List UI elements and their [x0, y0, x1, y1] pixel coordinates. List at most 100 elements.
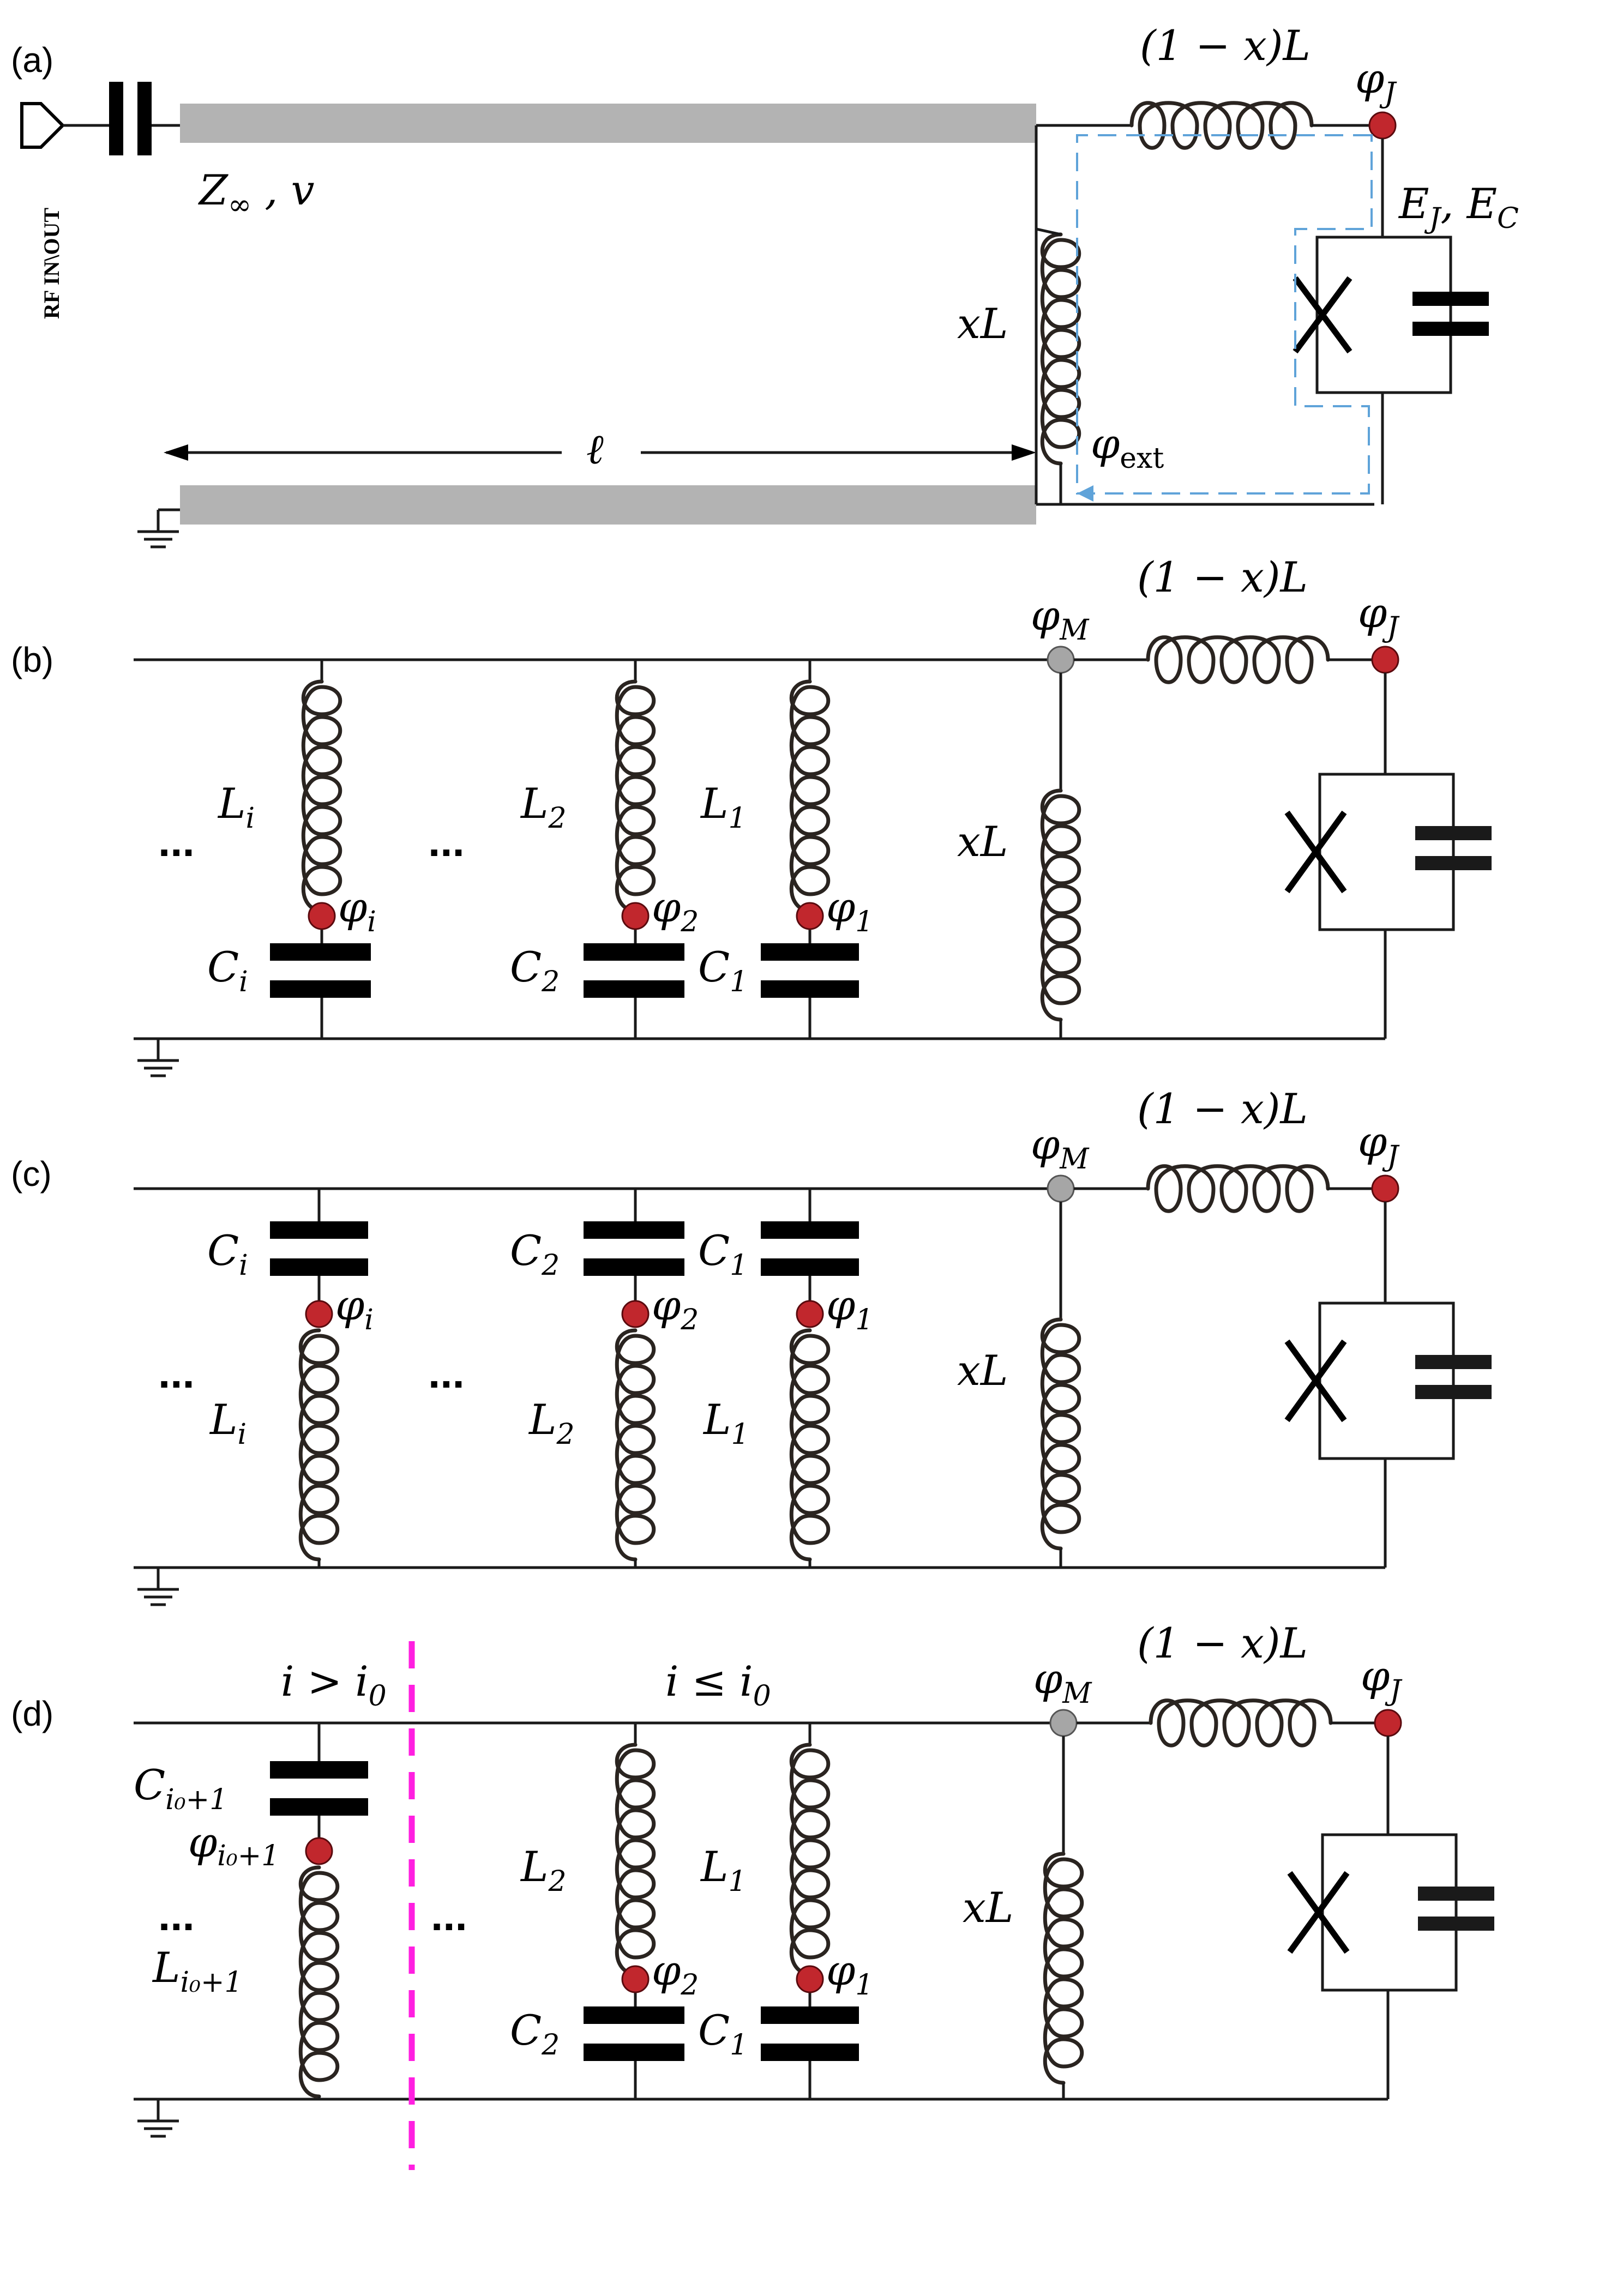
panel-a-label: (a) — [11, 40, 53, 80]
inductor-li0-d — [300, 1867, 338, 2096]
label-phi-j-d: φJ — [1361, 1652, 1403, 1707]
inductor-l2-c — [617, 1330, 654, 1559]
junction-capacitor-d-plate-2 — [1418, 1917, 1494, 1931]
ellipsis-b-left: ... — [158, 817, 195, 865]
panel-d-label: (d) — [11, 1694, 53, 1733]
label-c1-d: C1 — [698, 2006, 748, 2062]
label-ci-c: Ci — [207, 1226, 248, 1282]
series-inductor-b — [1148, 637, 1328, 683]
panel-c-label: (c) — [11, 1154, 52, 1194]
label-series-b: (1 − x)L — [1137, 553, 1308, 601]
label-li-b: Li — [217, 779, 255, 835]
label-c2-b: C2 — [510, 943, 560, 998]
label-xl-c: xL — [957, 1346, 1008, 1395]
label-phi-j-c: φJ — [1358, 1117, 1400, 1173]
label-series-d: (1 − x)L — [1137, 1619, 1308, 1667]
inductor-l1-c — [791, 1330, 828, 1559]
node-phi-1-c — [796, 1300, 824, 1328]
label-phi-i0-d: φi₀+1 — [188, 1818, 279, 1872]
node-phi-2-c — [621, 1300, 650, 1328]
rf-port-label: RF IN\OUT — [39, 208, 64, 319]
series-inductor-a-label: (1 − x)L — [1140, 21, 1311, 70]
ellipsis-d-left: ... — [158, 1891, 195, 1939]
junction-capacitor-a-plate-1 — [1412, 292, 1489, 306]
panel-b-label: (b) — [11, 640, 53, 679]
label-phi-i-b: φi — [338, 883, 376, 938]
junction-energies-label: EJ, EC — [1398, 179, 1519, 235]
label-ci0-d: Ci₀+1 — [134, 1761, 227, 1816]
junction-capacitor-b-plate-1 — [1415, 826, 1492, 840]
capacitor-c1-c-plate-2 — [761, 1258, 859, 1276]
shunt-inductor-c — [1042, 1319, 1079, 1548]
capacitor-ci0-d-plate-2 — [270, 1798, 368, 1816]
label-phi-m-c: φM — [1031, 1120, 1090, 1176]
label-series-c: (1 − x)L — [1137, 1084, 1308, 1133]
node-phi-1-d — [796, 1965, 824, 1993]
capacitor-c2-b-plate-1 — [584, 943, 684, 961]
josephson-junction-box-c — [1318, 1301, 1455, 1460]
label-l1-c: L1 — [702, 1395, 749, 1451]
ellipsis-d-mid: ... — [431, 1891, 467, 1939]
inductor-l1-b — [791, 682, 828, 911]
label-l2-c: L2 — [528, 1395, 575, 1451]
capacitor-c2-c-plate-2 — [584, 1258, 684, 1276]
impedance-label: Z∞ , v — [198, 166, 315, 221]
label-phi-1-d: φ1 — [826, 1946, 873, 2002]
coupling-capacitor-plate-2 — [137, 82, 152, 155]
label-li0-d: Li₀+1 — [152, 1943, 243, 1999]
junction-capacitor-c-plate-2 — [1415, 1385, 1492, 1399]
label-li-c: Li — [209, 1395, 247, 1451]
label-phi-1-c: φ1 — [826, 1281, 873, 1336]
label-l1-b: L1 — [700, 779, 747, 835]
panel-a: (a) RF IN\OUT Z∞ , v ℓ (1 − x)L xL — [11, 21, 1519, 547]
capacitor-c1-c-plate-1 — [761, 1221, 859, 1239]
node-phi-j-a — [1368, 111, 1397, 140]
capacitor-c1-d-plate-2 — [761, 2044, 859, 2061]
josephson-junction-box-d — [1321, 1833, 1458, 1992]
phi-j-a-label: φJ — [1355, 54, 1397, 110]
inductor-l2-d — [617, 1745, 654, 1974]
capacitor-ci-c-plate-2 — [270, 1258, 368, 1276]
node-phi-i-c — [305, 1300, 333, 1328]
transmission-line-bottom — [180, 485, 1036, 525]
label-phi-1-b: φ1 — [826, 883, 873, 938]
label-l2-d: L2 — [520, 1842, 567, 1898]
ellipsis-c-mid: ... — [428, 1348, 465, 1397]
label-ci-b: Ci — [207, 943, 248, 998]
label-phi-m-b: φM — [1031, 591, 1090, 647]
panel-d: (d) i > i0 i ≤ i0 Ci₀+1 φi₀+1 Li₀+1 ... … — [11, 1619, 1494, 2170]
label-phi-i-c: φi — [335, 1281, 374, 1336]
node-phi-i0-d — [305, 1837, 333, 1865]
node-phi-j-c — [1371, 1174, 1399, 1203]
label-phi-2-d: φ2 — [652, 1946, 699, 2002]
panel-b: (b) Li φi Ci ... ... L2 φ2 C2 — [11, 553, 1492, 1076]
panel-c: (c) Ci φi Li ... ... C2 φ2 L2 — [11, 1084, 1492, 1605]
label-xl-b: xL — [957, 817, 1008, 866]
label-xl-d: xL — [963, 1883, 1013, 1932]
label-phi-2-c: φ2 — [652, 1281, 699, 1336]
capacitor-c2-d-plate-2 — [584, 2044, 684, 2061]
label-l1-d: L1 — [700, 1842, 747, 1898]
series-inductor-c — [1148, 1166, 1328, 1212]
node-phi-2-d — [621, 1965, 650, 1993]
phi-ext-label: φext — [1091, 419, 1164, 475]
josephson-junction-box-b — [1318, 773, 1455, 931]
ellipsis-b-mid: ... — [428, 817, 465, 865]
label-c1-b: C1 — [698, 943, 748, 998]
length-label: ℓ — [586, 425, 604, 473]
inductor-li-c — [300, 1330, 338, 1559]
capacitor-c2-d-plate-1 — [584, 2006, 684, 2024]
capacitor-ci-c-plate-1 — [270, 1221, 368, 1239]
capacitor-c1-d-plate-1 — [761, 2006, 859, 2024]
inductor-l1-d — [791, 1745, 828, 1974]
transmission-line-top — [180, 104, 1036, 143]
capacitor-ci0-d-plate-1 — [270, 1761, 368, 1779]
coupling-capacitor-plate-1 — [109, 82, 123, 155]
node-phi-m-c — [1047, 1174, 1075, 1203]
node-phi-2-b — [621, 902, 650, 930]
capacitor-c1-b-plate-2 — [761, 980, 859, 998]
region-right-label: i ≤ i0 — [665, 1657, 771, 1713]
junction-capacitor-d-plate-1 — [1418, 1887, 1494, 1901]
node-phi-m-d — [1049, 1709, 1078, 1737]
